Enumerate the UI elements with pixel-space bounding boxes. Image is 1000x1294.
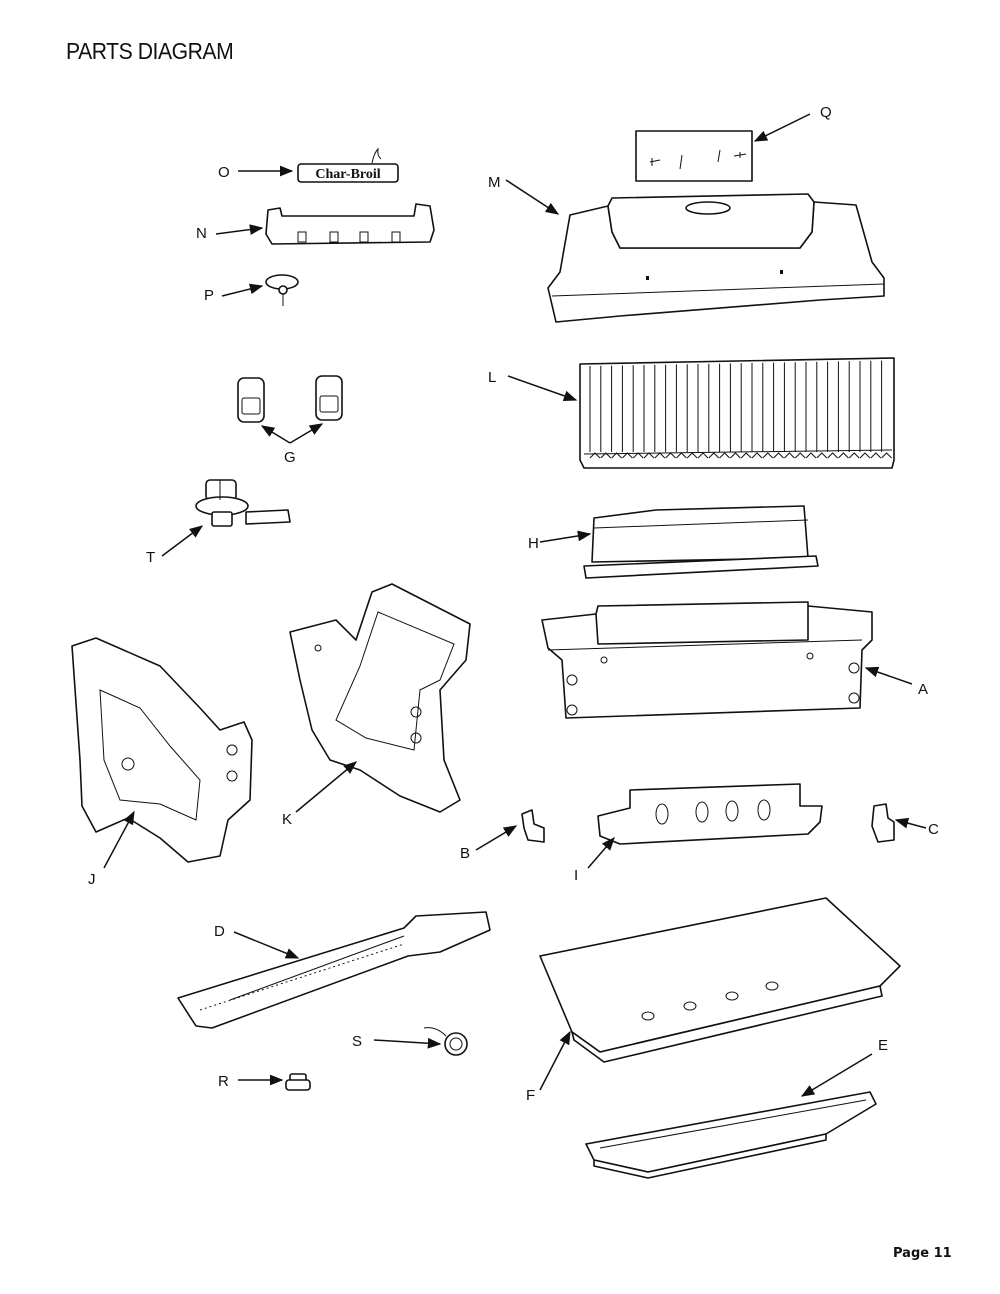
- grate-tooth: [708, 452, 720, 459]
- label-r: R: [218, 1073, 229, 1090]
- part-r-button: [285, 1073, 311, 1091]
- part-h-shield: [583, 505, 819, 579]
- grate-tooth: [816, 452, 828, 459]
- arrow-h: [539, 530, 592, 543]
- grate-tooth: [622, 452, 633, 459]
- part-l-grate: [579, 357, 895, 469]
- grate-tooth: [784, 452, 795, 459]
- part-o-logo: Char-Broil: [297, 147, 399, 183]
- grate-tooth: [773, 452, 784, 459]
- part-n-handle: [265, 203, 435, 245]
- part-t-regulator: [195, 479, 291, 527]
- label-i: I: [574, 867, 578, 884]
- label-s: S: [352, 1033, 362, 1050]
- label-d: D: [214, 923, 225, 940]
- grate-tooth: [643, 452, 655, 459]
- grate-tooth: [665, 452, 676, 459]
- part-j-leg-left: [71, 637, 253, 863]
- label-g: G: [284, 449, 296, 466]
- grate-tooth: [794, 452, 806, 459]
- label-l: L: [488, 369, 496, 386]
- arrow-m: [505, 179, 560, 215]
- part-c-bracket: [871, 803, 895, 843]
- label-h: H: [528, 535, 539, 552]
- part-i-control-panel: [597, 783, 823, 845]
- page-number: Page 11: [893, 1246, 952, 1261]
- arrow-d: [233, 931, 300, 959]
- grate-tooth: [600, 452, 612, 459]
- label-m: M: [488, 174, 501, 191]
- page-title: PARTS DIAGRAM: [66, 38, 234, 64]
- part-f-heat-tent: [539, 897, 901, 1063]
- label-b: B: [460, 845, 470, 862]
- label-f: F: [526, 1087, 535, 1104]
- arrow-q: [753, 113, 811, 142]
- part-p-thermometer: [265, 274, 299, 306]
- arrow-g-left: [260, 425, 291, 444]
- arrow-a: [864, 666, 913, 685]
- grate-tooth: [881, 452, 892, 459]
- arrow-t: [161, 525, 204, 557]
- grate-tooth: [676, 452, 687, 459]
- part-a-firebox: [541, 601, 873, 719]
- label-t: T: [146, 549, 155, 566]
- grate-tooth: [751, 452, 763, 459]
- part-g-knobs: [237, 375, 343, 423]
- arrow-s: [373, 1037, 442, 1049]
- arrow-j: [103, 810, 135, 869]
- label-n: N: [196, 225, 207, 242]
- grate-tooth: [859, 452, 871, 459]
- arrow-e: [800, 1053, 873, 1097]
- label-e: E: [878, 1037, 888, 1054]
- grate-tooth: [805, 452, 817, 459]
- label-c: C: [928, 821, 939, 838]
- grate-tooth: [611, 452, 622, 459]
- part-q-hardware: [635, 130, 753, 182]
- grate-tooth: [697, 452, 709, 459]
- label-a: A: [918, 681, 928, 698]
- arrow-b: [475, 825, 518, 851]
- grate-tooth: [686, 452, 698, 459]
- arrow-p: [221, 283, 264, 297]
- label-k: K: [282, 811, 292, 828]
- grate-tooth: [838, 452, 849, 459]
- grate-tooth: [654, 452, 666, 459]
- part-b-bracket: [521, 809, 545, 843]
- label-o: O: [218, 164, 230, 181]
- grate-tooth: [827, 452, 838, 459]
- label-p: P: [204, 287, 214, 304]
- part-d-burner: [177, 911, 491, 1029]
- logo-text: Char-Broil: [315, 167, 380, 182]
- arrow-k: [295, 761, 358, 813]
- part-s-igniter: [423, 1027, 468, 1056]
- grate-tooth: [870, 452, 882, 459]
- part-e-grease-tray: [585, 1091, 877, 1179]
- label-j: J: [88, 871, 96, 888]
- arrow-f: [539, 1030, 571, 1091]
- grate-tooth: [589, 452, 601, 459]
- arrow-g-right: [289, 423, 324, 444]
- part-k-leg-right: [289, 583, 471, 813]
- arrow-i: [587, 836, 615, 869]
- label-q: Q: [820, 104, 832, 121]
- arrow-l: [507, 375, 578, 402]
- part-m-lid: [547, 193, 885, 323]
- grate-tooth: [632, 452, 644, 459]
- grate-tooth: [762, 452, 774, 459]
- grate-tooth: [848, 452, 860, 459]
- arrow-c: [894, 817, 927, 829]
- grate-tooth: [719, 452, 730, 459]
- grate-tooth: [740, 452, 752, 459]
- arrow-n: [215, 224, 264, 235]
- grate-tooth: [730, 452, 741, 459]
